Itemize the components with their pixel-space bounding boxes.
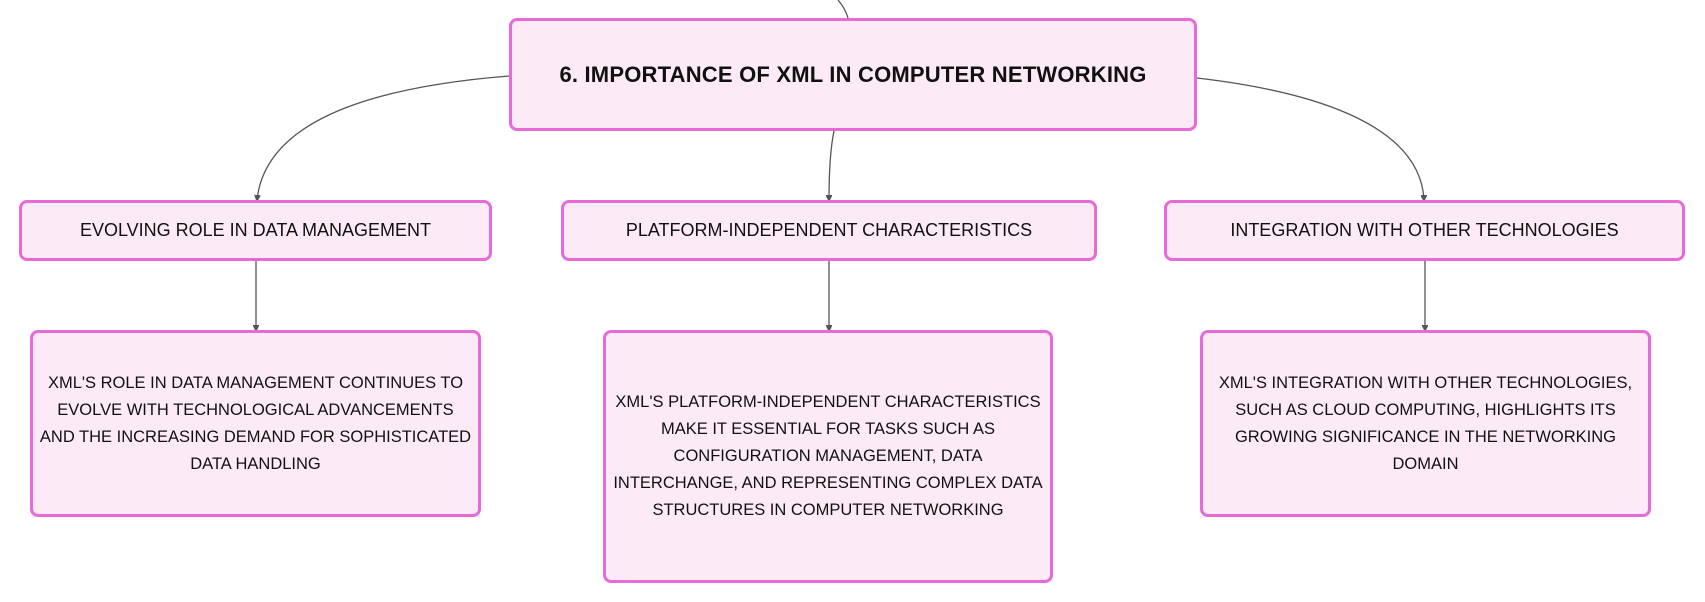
branch-node-data-management[interactable]: EVOLVING ROLE IN DATA MANAGEMENT	[19, 200, 492, 261]
root-node-label: 6. IMPORTANCE OF XML IN COMPUTER NETWORK…	[559, 61, 1147, 87]
edge-root-to-branch-3	[1196, 77, 1424, 200]
edge-parent-to-root	[837, 0, 849, 19]
branch-node-label: PLATFORM-INDEPENDENT CHARACTERISTICS	[625, 220, 1033, 240]
detail-node-platform-independent[interactable]: XML'S PLATFORM-INDEPENDENT CHARACTERISTI…	[603, 330, 1053, 583]
edge-root-to-branch-1	[257, 75, 510, 200]
root-node[interactable]: 6. IMPORTANCE OF XML IN COMPUTER NETWORK…	[509, 18, 1197, 131]
edge-root-to-branch-2	[829, 130, 835, 200]
branch-node-platform-independent[interactable]: PLATFORM-INDEPENDENT CHARACTERISTICS	[561, 200, 1097, 261]
detail-node-integration[interactable]: XML'S INTEGRATION WITH OTHER TECHNOLOGIE…	[1200, 330, 1651, 517]
detail-node-text: XML'S INTEGRATION WITH OTHER TECHNOLOGIE…	[1218, 373, 1633, 473]
detail-node-text: XML'S PLATFORM-INDEPENDENT CHARACTERISTI…	[613, 393, 1043, 519]
detail-node-data-management[interactable]: XML'S ROLE IN DATA MANAGEMENT CONTINUES …	[30, 330, 481, 517]
branch-node-integration[interactable]: INTEGRATION WITH OTHER TECHNOLOGIES	[1164, 200, 1685, 261]
branch-node-label: INTEGRATION WITH OTHER TECHNOLOGIES	[1230, 220, 1619, 240]
branch-node-label: EVOLVING ROLE IN DATA MANAGEMENT	[79, 220, 432, 240]
detail-node-text: XML'S ROLE IN DATA MANAGEMENT CONTINUES …	[39, 373, 472, 473]
